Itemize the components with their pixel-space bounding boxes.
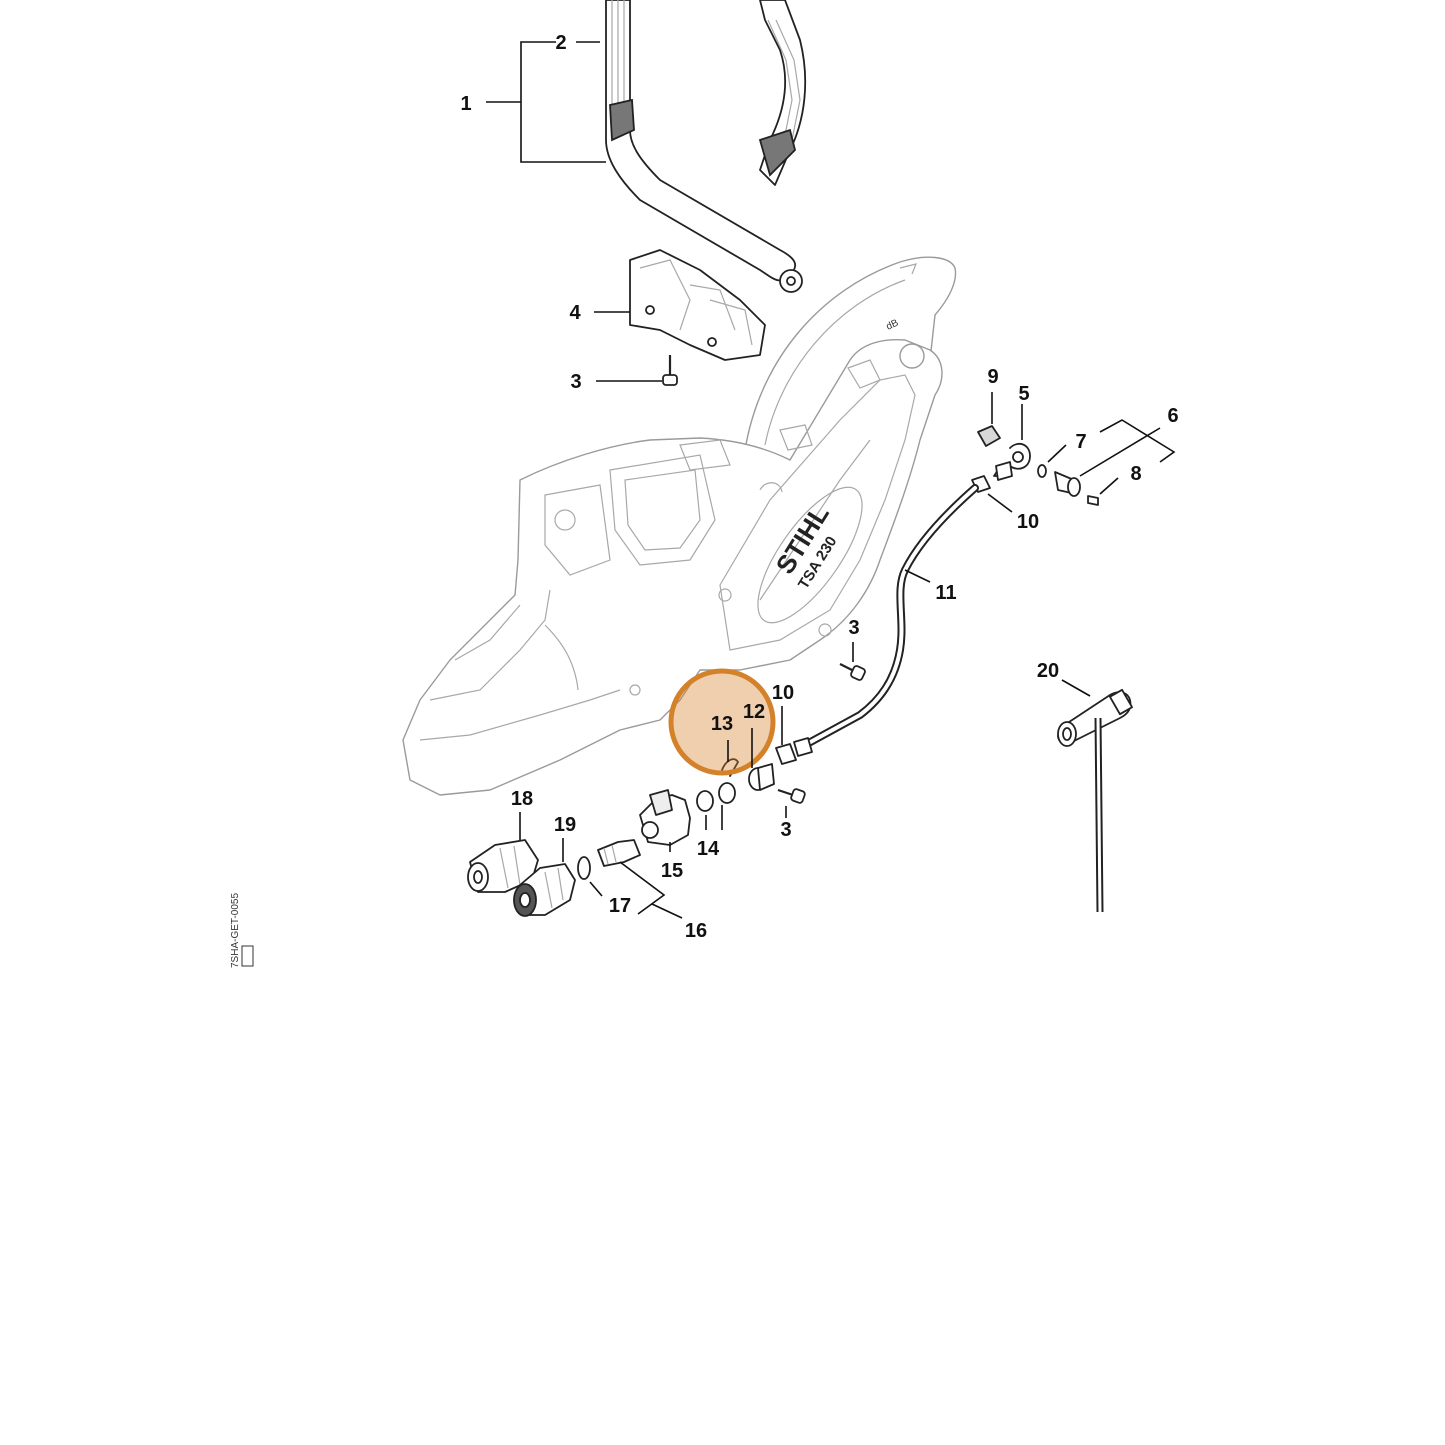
label-part-1: 1 — [460, 93, 471, 115]
label-part-20: 20 — [1037, 660, 1059, 682]
part-number-labels: 1 2 4 3 9 5 6 7 8 10 11 3 20 10 12 13 18… — [460, 32, 1178, 942]
screw-3-middle — [839, 663, 866, 681]
highlight-circle — [668, 668, 776, 776]
cut-off-machine-body: dB STIHL TSA 230 — [402, 256, 957, 796]
label-part-13: 13 — [711, 713, 733, 735]
label-part-5: 5 — [1018, 383, 1029, 405]
drawing-code: 7SHA-GET-0055 — [230, 893, 241, 968]
label-part-4: 4 — [569, 302, 581, 324]
label-part-11: 11 — [935, 582, 956, 604]
label-part-3-top: 3 — [570, 371, 581, 393]
loop-handle — [605, 0, 807, 293]
nozzle-parts-right — [971, 425, 1099, 506]
label-part-6: 6 — [1167, 405, 1178, 427]
label-part-3-middle: 3 — [848, 617, 859, 639]
label-part-17: 17 — [609, 895, 631, 917]
label-part-2: 2 — [555, 32, 566, 54]
label-part-19: 19 — [554, 814, 576, 836]
label-part-9: 9 — [987, 366, 998, 388]
water-hose — [801, 484, 979, 749]
label-part-18: 18 — [511, 788, 533, 810]
label-part-3-bottom: 3 — [780, 819, 791, 841]
label-part-15: 15 — [661, 860, 683, 882]
label-part-12: 12 — [743, 701, 765, 723]
label-part-10-right: 10 — [1017, 511, 1039, 533]
svg-text:dB: dB — [885, 317, 901, 332]
combination-wrench — [1057, 688, 1133, 913]
nozzle-parts-bottom — [467, 737, 813, 917]
side-code: 7SHA-GET-0055 — [230, 893, 254, 968]
leader-lines — [486, 41, 1176, 919]
label-part-7: 7 — [1075, 431, 1086, 453]
label-part-14: 14 — [697, 838, 720, 860]
label-part-8: 8 — [1130, 463, 1141, 485]
handle-clamp — [629, 249, 766, 361]
screw-3-top — [662, 355, 678, 386]
label-part-10-bottom: 10 — [772, 682, 794, 704]
label-part-16: 16 — [685, 920, 707, 942]
